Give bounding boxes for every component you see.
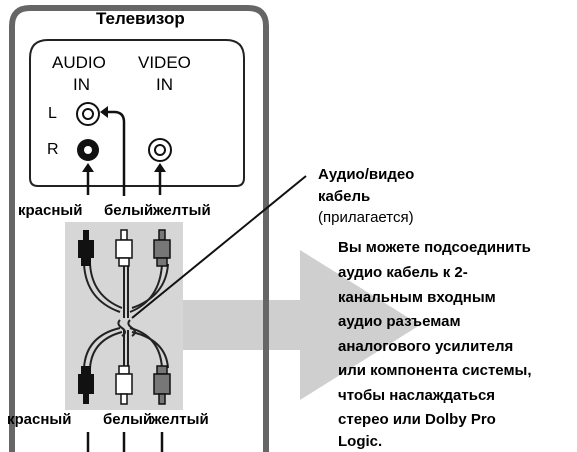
cable-title-line2: кабель — [318, 188, 371, 205]
info-text-line-7: чтобы наслаждаться — [338, 387, 496, 404]
info-text-line-2: аудио кабель к 2- — [338, 264, 468, 281]
info-text-line-6: или компонента системы, — [338, 362, 532, 379]
plug-label-yellow-bottom: желтый — [151, 411, 209, 428]
left-channel-label: L — [48, 105, 57, 122]
plug-label-red-top: красный — [18, 202, 83, 219]
yellow-plug-top-icon — [153, 229, 171, 267]
video-in-label-line2: IN — [156, 75, 173, 94]
tv-frame — [9, 5, 269, 452]
video-in-jack-icon — [148, 138, 172, 162]
info-text-line-4: аудио разъемам — [338, 313, 461, 330]
yellow-connection-arrow — [154, 163, 166, 195]
plug-label-yellow-top: желтый — [153, 202, 211, 219]
cable-wires-icon — [83, 262, 169, 369]
audio-in-label-line2: IN — [73, 75, 90, 94]
bottom-connection-lines — [86, 432, 164, 452]
cable-title: Аудио/видео — [318, 166, 415, 183]
cable-note: (прилагается) — [318, 209, 414, 226]
right-channel-label: R — [47, 141, 59, 158]
white-connection-arrow — [100, 106, 126, 196]
red-plug-bottom-icon — [78, 366, 94, 404]
info-text-line-5: аналогового усилителя — [338, 338, 514, 355]
video-in-label: VIDEO — [138, 53, 191, 72]
tv-title: Телевизор — [96, 9, 185, 28]
yellow-plug-bottom-icon — [153, 365, 171, 405]
white-plug-top-icon — [115, 229, 133, 267]
audio-in-label: AUDIO — [52, 53, 106, 72]
info-text-line-3: канальным входным — [338, 289, 496, 306]
info-text-line-9: Logic. — [338, 433, 383, 450]
red-plug-top-icon — [78, 230, 94, 266]
red-connection-arrow — [82, 163, 94, 195]
info-text-line-8: стерео или Dolby Pro — [338, 411, 496, 428]
plug-label-white-bottom: белый — [103, 411, 153, 428]
plug-label-white-top: белый — [104, 202, 154, 219]
white-plug-bottom-icon — [115, 365, 133, 405]
large-gray-arrow — [130, 250, 420, 400]
plug-label-red-bottom: красный — [7, 411, 72, 428]
info-text-line-1: Вы можете подсоединить — [338, 239, 531, 256]
cable-leader-line — [131, 175, 307, 319]
audio-in-r-jack-icon — [77, 139, 99, 161]
audio-in-l-jack-icon — [76, 102, 100, 126]
